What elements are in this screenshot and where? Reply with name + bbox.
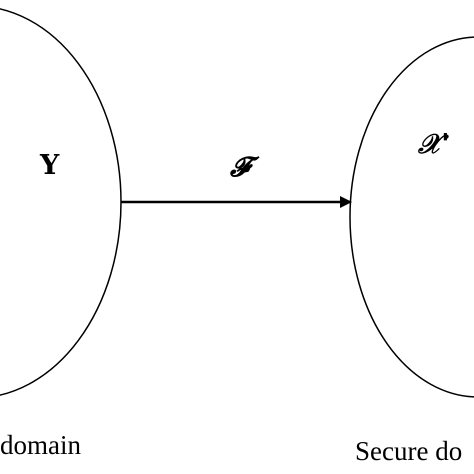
- left-set-ellipse: [0, 8, 122, 396]
- right-set-caption: Secure do: [355, 436, 462, 466]
- left-set-caption: domain: [0, 430, 81, 460]
- mapping-label: 𝓕: [229, 152, 260, 183]
- right-set-label: 𝒳': [417, 129, 450, 160]
- right-set-ellipse: [349, 36, 474, 398]
- left-set-label: Y: [39, 150, 60, 181]
